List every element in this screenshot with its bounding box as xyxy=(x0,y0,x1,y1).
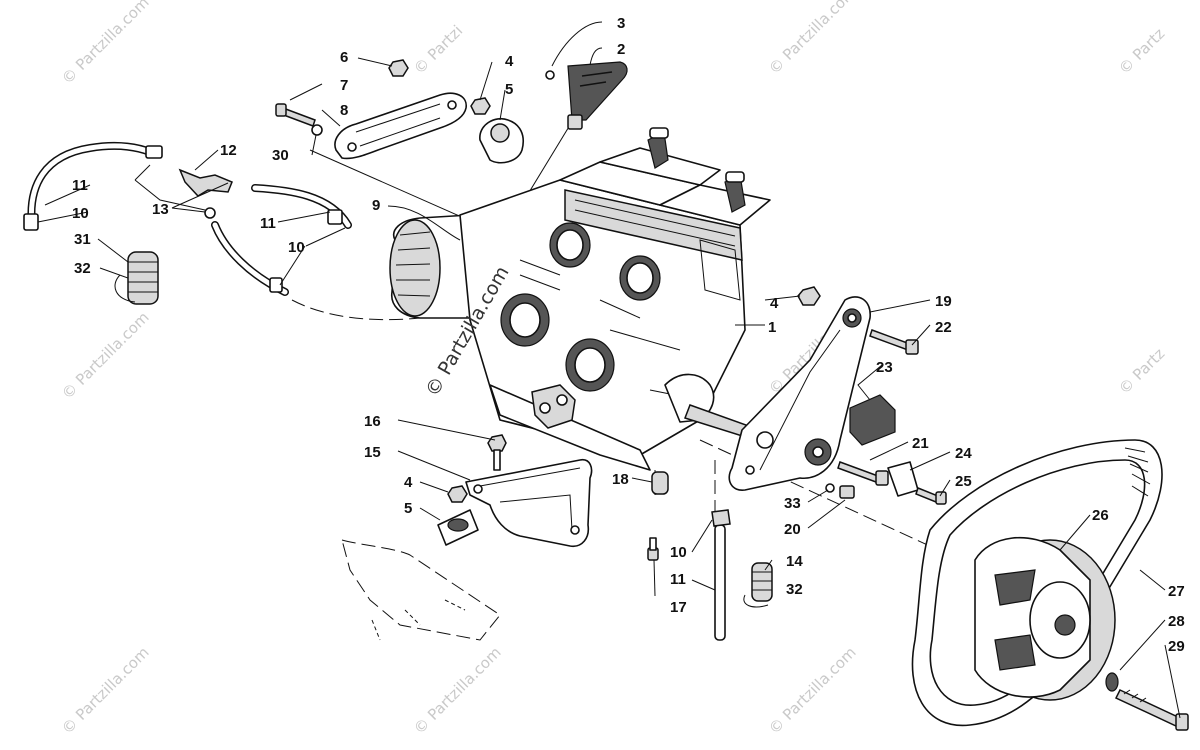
callout-22: 22 xyxy=(935,319,952,336)
bolt xyxy=(647,537,659,561)
callout-13: 13 xyxy=(152,201,169,218)
callout-10: 10 xyxy=(670,544,687,561)
bolt xyxy=(869,329,919,355)
recoil-starter-handle xyxy=(567,61,628,130)
callout-29: 29 xyxy=(1168,638,1185,655)
rubber-mount-block xyxy=(849,394,896,446)
callout-12: 12 xyxy=(220,142,237,159)
callout-10: 10 xyxy=(72,205,89,222)
fuel-hose-assembly xyxy=(23,141,352,296)
bolt xyxy=(915,487,947,505)
callout-18: 18 xyxy=(612,471,629,488)
watermark-tile: © Partzilla.com xyxy=(410,643,505,738)
engine-mount-plate xyxy=(728,296,871,491)
callout-25: 25 xyxy=(955,473,972,490)
callout-9: 9 xyxy=(372,197,380,214)
clutch-bolt xyxy=(1114,689,1189,731)
hose-clamp xyxy=(145,145,163,159)
rope-knot xyxy=(545,70,555,80)
callout-33: 33 xyxy=(784,495,801,512)
callout-5: 5 xyxy=(404,500,412,517)
bolt xyxy=(839,485,855,499)
bolt xyxy=(487,434,507,471)
callout-14: 14 xyxy=(786,553,803,570)
callout-3: 3 xyxy=(617,15,625,32)
hose-clamp xyxy=(23,213,39,231)
nut xyxy=(447,485,468,503)
callout-8: 8 xyxy=(340,102,348,119)
fuel-t-fitting xyxy=(178,168,233,197)
bolt xyxy=(275,103,316,127)
engine-mount-damper xyxy=(479,118,524,164)
callout-6: 6 xyxy=(340,49,348,66)
callout-16: 16 xyxy=(364,413,381,430)
callout-2: 2 xyxy=(617,41,625,58)
callout-11: 11 xyxy=(670,571,686,588)
callout-15: 15 xyxy=(364,444,381,461)
callout-5: 5 xyxy=(505,81,513,98)
watermark-tile: © Partzilla.com xyxy=(765,0,860,78)
nut xyxy=(388,59,409,77)
callout-19: 19 xyxy=(935,293,952,310)
callout-11: 11 xyxy=(260,215,276,232)
callout-17: 17 xyxy=(670,599,687,616)
nut xyxy=(797,286,821,306)
spring-clamp xyxy=(114,251,159,305)
callout-27: 27 xyxy=(1168,583,1185,600)
callout-4: 4 xyxy=(770,295,779,312)
callout-30: 30 xyxy=(272,147,289,164)
watermark-tile: © Partzi xyxy=(410,22,466,78)
spring-clamp xyxy=(743,562,773,608)
nut xyxy=(470,97,491,115)
bolt xyxy=(837,461,889,486)
callout-20: 20 xyxy=(784,521,801,538)
front-engine-bracket xyxy=(465,458,593,548)
leader-lines xyxy=(37,21,1181,719)
callout-23: 23 xyxy=(876,359,893,376)
callout-10: 10 xyxy=(288,239,305,256)
callout-labels: 1 2 3 4 4 4 5 5 6 7 8 9 10 10 10 11 11 1… xyxy=(72,15,1185,655)
watermark-tile: © Partzilla.com xyxy=(765,643,860,738)
callout-11: 11 xyxy=(72,177,88,194)
callout-24: 24 xyxy=(955,445,972,462)
hose-clamp xyxy=(269,277,283,293)
watermark-tile: © Partzilla.com xyxy=(58,643,153,738)
callout-1: 1 xyxy=(768,319,776,336)
callout-21: 21 xyxy=(912,435,929,452)
callout-4: 4 xyxy=(505,53,514,70)
vent-hose xyxy=(711,509,731,641)
washer xyxy=(1105,672,1119,692)
callout-31: 31 xyxy=(74,231,91,248)
callout-32: 32 xyxy=(786,581,803,598)
watermark-tile: © Partz xyxy=(1115,345,1168,398)
primary-drive-clutch xyxy=(974,536,1116,701)
upper-engine-bracket xyxy=(334,92,467,160)
callout-28: 28 xyxy=(1168,613,1185,630)
engine-assembly xyxy=(389,127,771,471)
watermark-tile: © Partzilla.com xyxy=(58,308,153,403)
bracket-clip xyxy=(887,461,919,497)
callout-7: 7 xyxy=(340,77,348,94)
hose-clamp xyxy=(327,209,343,225)
callout-26: 26 xyxy=(1092,507,1109,524)
engine-mount-damper xyxy=(437,509,479,546)
callout-4: 4 xyxy=(404,474,413,491)
callout-32: 32 xyxy=(74,260,91,277)
chassis-outline xyxy=(341,539,501,641)
watermark-tile: © Partzilla.com xyxy=(58,0,153,88)
washer xyxy=(311,124,323,136)
spacer xyxy=(651,471,669,495)
watermark-tile: © Partz xyxy=(1115,25,1168,78)
